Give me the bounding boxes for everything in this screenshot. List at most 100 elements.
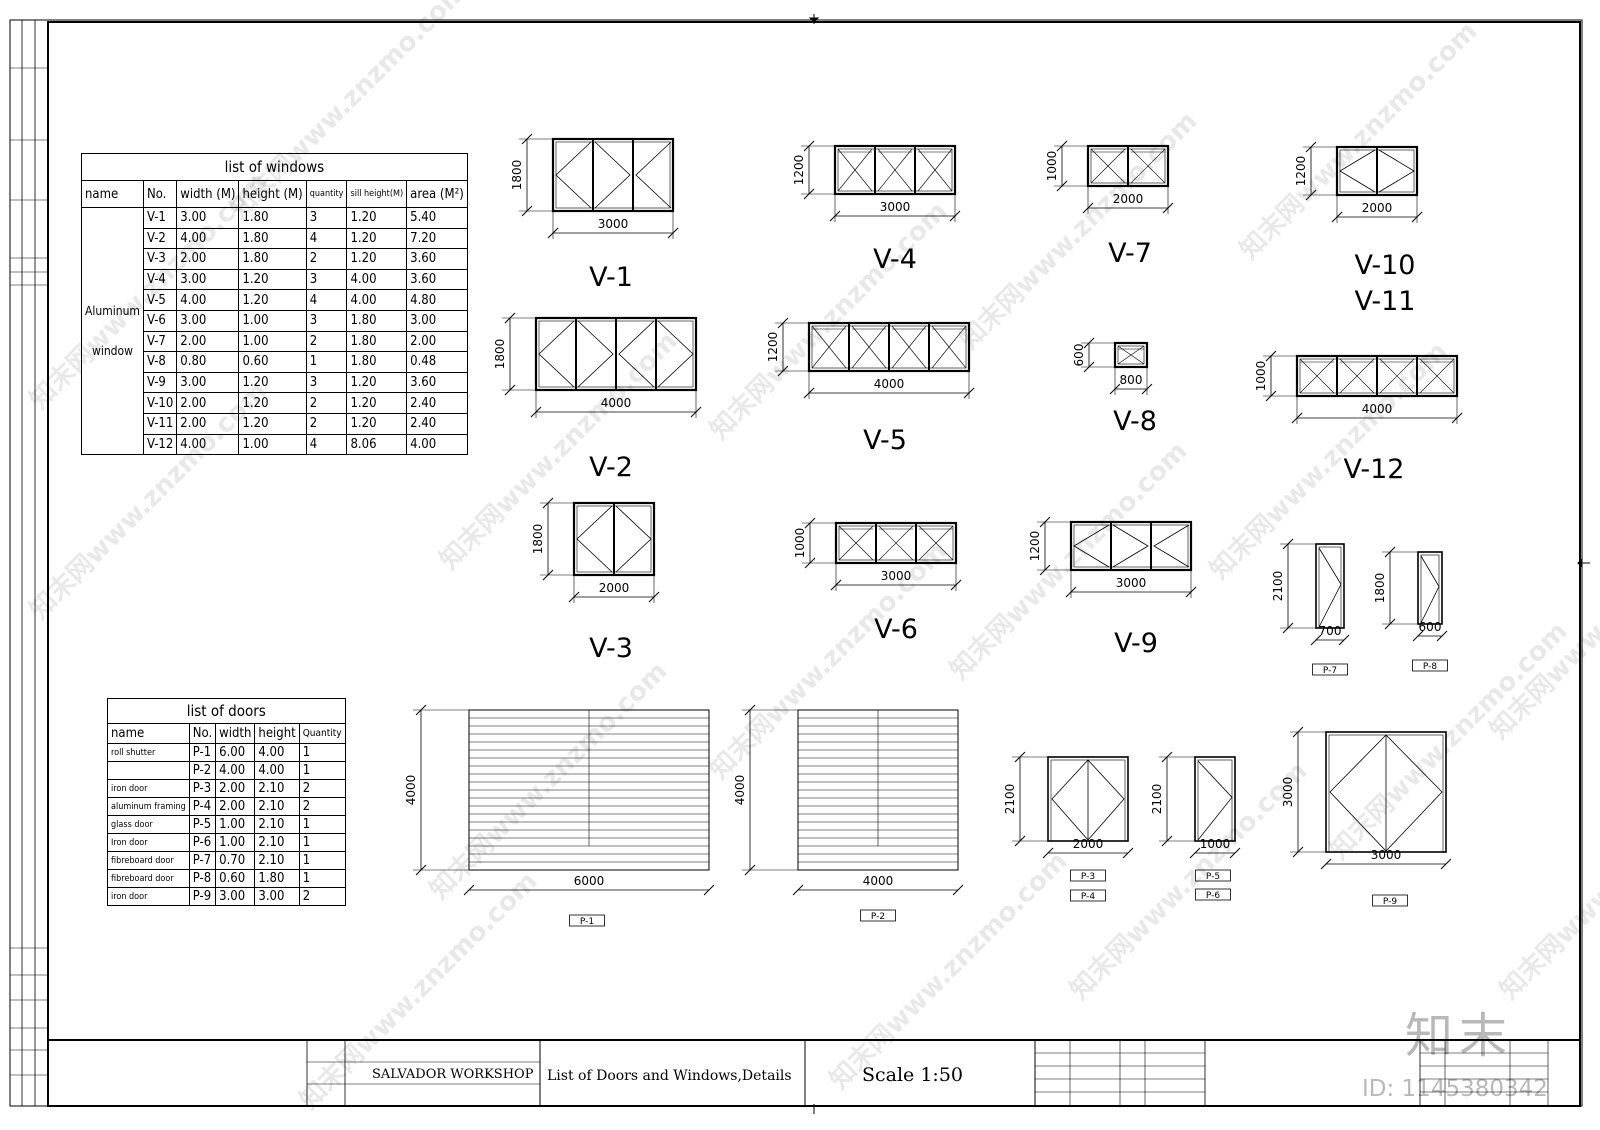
table-cell: 2.00 [215,779,256,798]
table-cell: 1.00 [238,309,307,332]
table-cell: 4.00 [346,268,408,291]
drawing-title: List of Doors and Windows,Details [547,1068,792,1084]
table-cell: 1.80 [346,309,408,332]
table-cell: V-8 [142,351,178,373]
table-cell: 3 [305,268,348,291]
table-cell: 4.00 [176,433,240,456]
door-tag: P-5 [1206,872,1220,882]
table-cell: 2.40 [406,412,468,435]
table-cell: 3.00 [176,371,240,394]
watermark-id: ID: 1145380342 [1362,1076,1548,1102]
dimension-height: 1200 [792,155,806,186]
table-cell: 1.00 [215,833,256,852]
table-cell: 1.20 [238,412,307,435]
table-cell: 5.40 [406,207,468,229]
table-cell: 3 [305,371,348,394]
table-cell: 1.80 [346,351,408,373]
table-cell: 1.20 [346,248,408,270]
dimension-height: 1200 [1028,531,1042,562]
dimension-height: 4000 [404,775,418,806]
dimension-height: 1800 [493,339,507,370]
table-cell: 4 [305,433,348,456]
table-cell: 2.10 [254,833,300,852]
table-cell: V-12 [142,433,178,456]
table-cell: 1.20 [238,392,307,414]
table-cell: P-1 [188,743,217,762]
window-label: V-7 [1108,238,1152,269]
door-tag: P-1 [580,917,594,927]
table-cell: P-6 [188,833,217,852]
window-elevation-v-1 [551,137,675,213]
table-cell: glass door [107,815,190,834]
watermark-logo: 知末 [1405,1008,1514,1064]
table-cell: aluminum framing [107,797,190,816]
window-label: V-12 [1344,454,1405,485]
table-cell: 2 [305,412,348,435]
table-cell: P-8 [188,869,217,888]
dimension-width: 4000 [874,377,905,391]
window-elevation-v-2 [534,316,698,392]
dimension-height: 2100 [1271,571,1285,602]
table-cell: 1 [298,833,346,852]
table-cell: 1 [298,851,346,870]
table-cell: 2.40 [406,392,468,414]
dimension-width: 6000 [574,874,605,888]
table-cell: 1.20 [238,268,307,291]
windows-header-cell: area (M²) [406,180,468,208]
table-cell: 1.20 [346,371,408,394]
dimension-height: 1800 [531,524,545,555]
table-cell: 8.06 [346,433,408,456]
table-cell: 1.20 [346,207,408,229]
door-tag: P-8 [1423,662,1437,672]
door-elevation-p-1 [468,709,710,927]
windows-header-cell: height (M) [238,180,307,208]
window-elevation-v-9 [1069,520,1193,572]
doors-header-cell: height [254,723,300,744]
table-cell: 1.80 [254,869,300,888]
table-cell: 1 [305,351,348,373]
doors-table-title: list of doors [107,698,346,724]
table-cell: iron door [107,779,190,798]
window-elevation-v-6 [834,521,958,565]
table-cell: 2.10 [254,779,300,798]
windows-header-cell: sill height(M) [346,180,408,208]
dimension-width: 3000 [1116,576,1147,590]
table-cell: V-7 [142,330,178,353]
table-cell: P-2 [188,761,217,780]
table-cell: 0.80 [176,351,240,373]
table-cell: 2.10 [254,851,300,870]
door-tag: P-9 [1383,897,1397,907]
table-cell: 4.00 [346,289,408,311]
title-block [48,1039,1580,1106]
dimension-width: 4000 [863,874,894,888]
dimension-width: 3000 [881,569,912,583]
window-label: V-1 [589,262,633,293]
door-elevation-p-2 [797,709,959,922]
table-cell: Iron door [107,833,190,852]
table-cell: 4.00 [406,433,468,456]
table-cell: 3.00 [406,309,468,332]
dimension-height: 4000 [733,775,747,806]
windows-header-cell: name [81,180,144,208]
table-cell: 4.00 [215,761,256,780]
dimension-width: 2000 [1073,837,1104,851]
table-cell: 1 [298,815,346,834]
table-cell: 3.00 [215,887,256,906]
table-cell: V-5 [142,289,178,311]
table-cell: 1.20 [238,289,307,311]
table-cell: 3.00 [176,207,240,229]
table-cell: 1.00 [238,433,307,456]
dimension-width: 4000 [601,396,632,410]
dimension-height: 600 [1072,344,1086,367]
